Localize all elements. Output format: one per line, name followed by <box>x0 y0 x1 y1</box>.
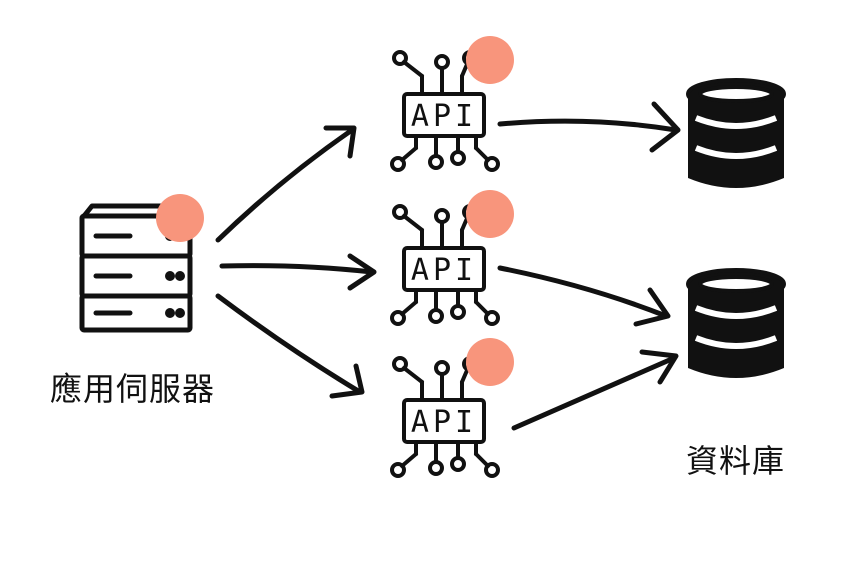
arrow-api-3-to-db-2 <box>511 355 677 431</box>
api-chip-icon-3: API <box>390 356 500 478</box>
api-chip-label-3: API <box>411 405 477 440</box>
arrow-api-1-to-db-1 <box>497 118 679 133</box>
database-cylinder-icon-2 <box>688 270 784 378</box>
database-cylinder-icon-1 <box>688 80 784 188</box>
arrow-server-to-api-2 <box>219 263 375 275</box>
api-badge-3 <box>466 338 514 386</box>
arrow-server-to-api-3 <box>215 293 363 395</box>
api-chip-label-1: API <box>411 99 477 134</box>
api-chip-icon-2: API <box>390 204 500 326</box>
arrowhead-server-to-api-2 <box>347 253 377 291</box>
api-chip-label-2: API <box>411 253 477 288</box>
api-badge-1 <box>466 36 514 84</box>
api-chip-icon-1: API <box>390 50 500 172</box>
arrowhead-server-to-api-1 <box>323 125 357 159</box>
server-label: 應用伺服器 <box>50 370 216 408</box>
database-label: 資料庫 <box>686 442 786 480</box>
arrowhead-api-1-to-db-1 <box>649 101 681 153</box>
arrow-server-to-api-1 <box>215 127 355 243</box>
api-badge-2 <box>466 190 514 238</box>
server-badge <box>156 194 204 242</box>
arrowhead-api-2-to-db-2 <box>633 287 671 327</box>
arrowhead-server-to-api-3 <box>329 363 365 399</box>
arrow-api-2-to-db-2 <box>497 265 669 319</box>
arrowhead-api-3-to-db-2 <box>639 349 679 385</box>
